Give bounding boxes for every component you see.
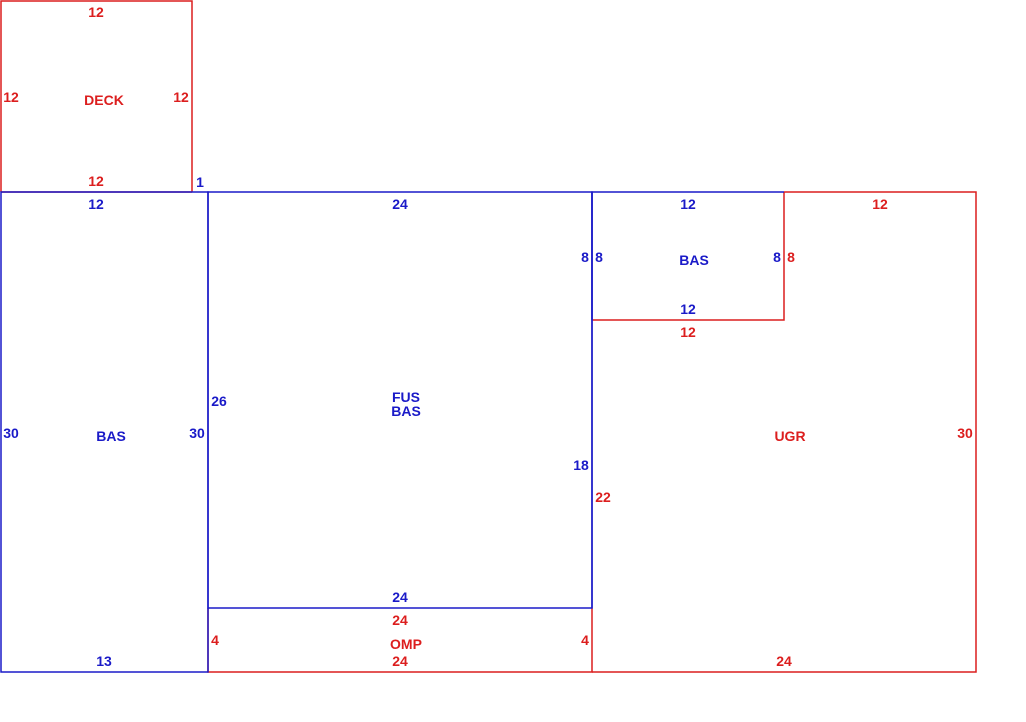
area-label-fus-bas: BAS (391, 403, 421, 419)
dim-omp-top: 24 (392, 612, 408, 628)
dim-ugr-inner: 12 (680, 324, 696, 340)
dim-bas-right-bottom: 12 (680, 301, 696, 317)
dim-bas-right-right: 8 (773, 249, 781, 265)
dim-deck-right: 12 (173, 89, 189, 105)
dim-ugr-bottom: 24 (776, 653, 792, 669)
dim-bas-left-bottom: 13 (96, 653, 112, 669)
dim-deck-bottom: 12 (88, 173, 104, 189)
dim-bas-left-left: 30 (3, 425, 19, 441)
dim-bas-right-left: 8 (595, 249, 603, 265)
dim-ugr-top: 12 (872, 196, 888, 212)
ugr-inner-outline (592, 192, 785, 321)
dim-bas-left-top: 12 (88, 196, 104, 212)
ugr-outline (592, 191, 977, 673)
dim-omp-bottom: 24 (392, 653, 408, 669)
dim-ugr-left: 22 (595, 489, 611, 505)
area-label-bas-left: BAS (96, 428, 126, 444)
area-label-fus: FUS (392, 389, 420, 405)
dim-omp-right: 4 (581, 632, 589, 648)
area-label-ugr: UGR (774, 428, 805, 444)
dim-one: 1 (196, 174, 204, 190)
dim-bas-right-top: 12 (680, 196, 696, 212)
dim-ugr-right: 30 (957, 425, 973, 441)
area-label-omp: OMP (390, 636, 422, 652)
area-label-bas-right: BAS (679, 252, 709, 268)
dim-bas-left-right: 30 (189, 425, 205, 441)
dim-deck-left: 12 (3, 89, 19, 105)
area-label-deck: DECK (84, 92, 124, 108)
dim-ugr-left-top: 8 (787, 249, 795, 265)
dim-omp-left: 4 (211, 632, 219, 648)
dim-fus-left: 26 (211, 393, 227, 409)
dim-fus-right-top: 8 (581, 249, 589, 265)
dim-fus-top: 24 (392, 196, 408, 212)
dim-fus-right-lower: 18 (573, 457, 589, 473)
deck-outline (0, 0, 193, 192)
dim-fus-bottom: 24 (392, 589, 408, 605)
dim-deck-top: 12 (88, 4, 104, 20)
